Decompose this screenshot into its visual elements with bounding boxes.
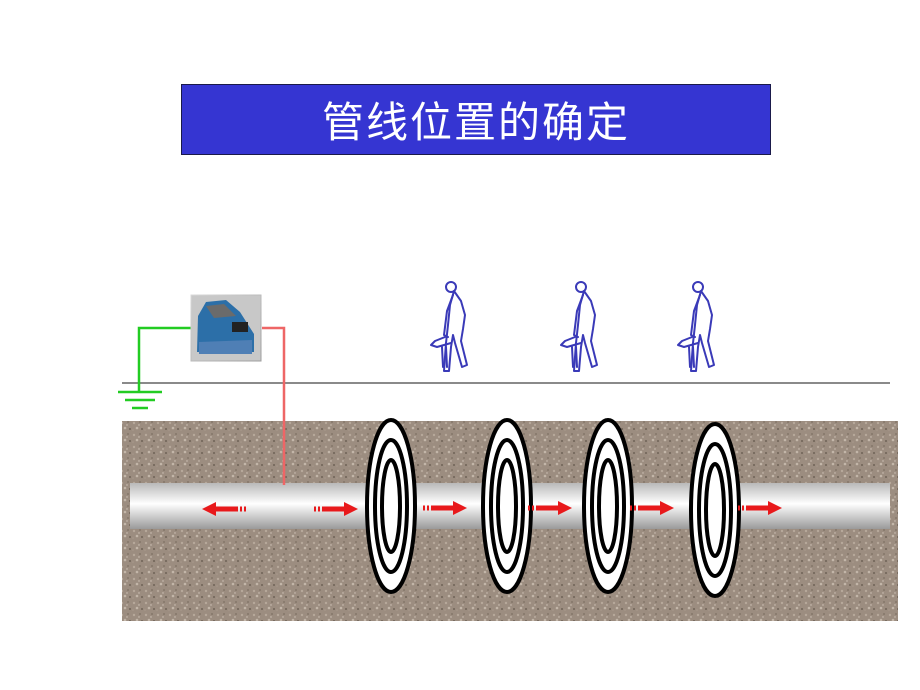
transmitter-device-icon bbox=[190, 294, 262, 362]
page-title: 管线位置的确定 bbox=[321, 98, 630, 147]
ground-symbol-icon bbox=[118, 390, 162, 410]
signal-cable bbox=[262, 326, 286, 485]
title-banner: 管线位置的确定 bbox=[181, 84, 771, 155]
operators bbox=[430, 281, 715, 372]
person-with-locator-icon bbox=[677, 281, 715, 372]
person-with-locator-icon bbox=[430, 281, 468, 372]
ground-cable bbox=[137, 326, 192, 392]
person-with-locator-icon bbox=[560, 281, 598, 372]
